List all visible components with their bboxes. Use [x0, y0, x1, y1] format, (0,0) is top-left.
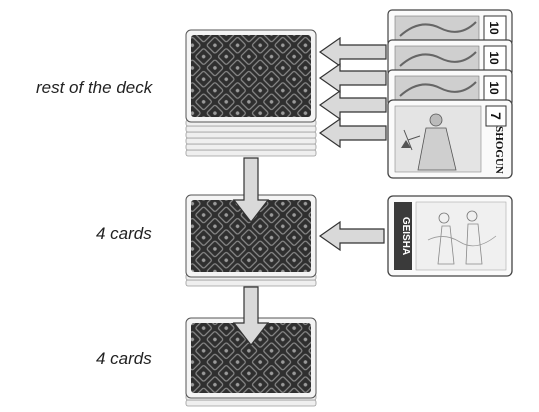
card-numeral: 10 [487, 21, 501, 35]
geisha-card: GEISHA [387, 195, 513, 277]
arrow-left-icon [318, 62, 387, 94]
card-name: SHOGUN [493, 126, 505, 174]
label-middle-pile: 4 cards [96, 224, 152, 243]
shogun-card: 7 SHOGUN [387, 99, 513, 179]
deck-rest-stack [185, 29, 317, 157]
arrow-left-icon [318, 36, 387, 68]
card-numeral: 7 [488, 112, 504, 120]
arrow-left-icon [318, 220, 385, 252]
label-rest-of-deck: rest of the deck [36, 78, 153, 97]
card-back-pattern [191, 323, 311, 393]
arrow-left-icon [318, 89, 387, 121]
pile-middle-stack [185, 194, 317, 287]
arrow-down-icon [232, 286, 270, 346]
card-numeral: 10 [487, 51, 501, 65]
card-numeral: 10 [487, 81, 501, 95]
card-back-pattern [191, 35, 311, 117]
card-strip: 10 [387, 39, 513, 77]
pile-bottom-stack [185, 317, 317, 407]
card-strip: 10 [387, 9, 513, 47]
arrow-down-icon [232, 157, 270, 223]
card-back-pattern [191, 200, 311, 272]
card-name: GEISHA [400, 217, 411, 255]
face-up-card-stack: 10 10 10 7 SHOGUN [387, 9, 513, 179]
label-bottom-pile: 4 cards [96, 349, 152, 368]
arrow-left-icon [318, 117, 387, 149]
